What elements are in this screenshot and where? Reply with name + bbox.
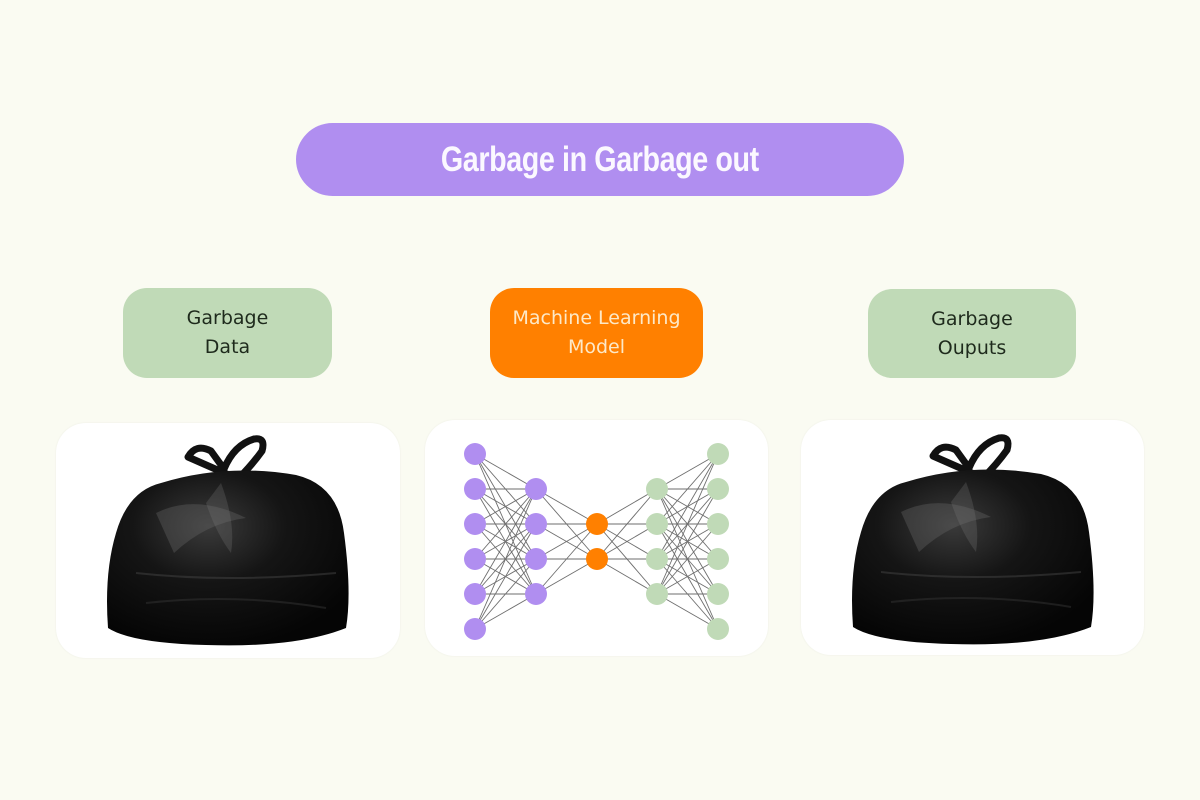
garbage-bag-icon	[852, 434, 1094, 645]
garbage-data-card	[56, 423, 400, 658]
neural-network-icon	[464, 443, 729, 640]
title-pill: Garbage in Garbage out	[296, 123, 904, 196]
garbage-outputs-card	[801, 420, 1144, 655]
garbage-bag-icon	[107, 435, 349, 646]
garbage-data-label: Garbage Data	[123, 288, 332, 378]
output-layer-nodes	[646, 443, 729, 640]
bottleneck-layer-nodes	[586, 513, 608, 570]
ml-model-label: Machine Learning Model	[490, 288, 703, 378]
garbage-outputs-label: Garbage Ouputs	[868, 289, 1076, 378]
page-title: Garbage in Garbage out	[441, 139, 759, 179]
neural-network-card	[425, 420, 768, 656]
input-layer-nodes	[464, 443, 547, 640]
